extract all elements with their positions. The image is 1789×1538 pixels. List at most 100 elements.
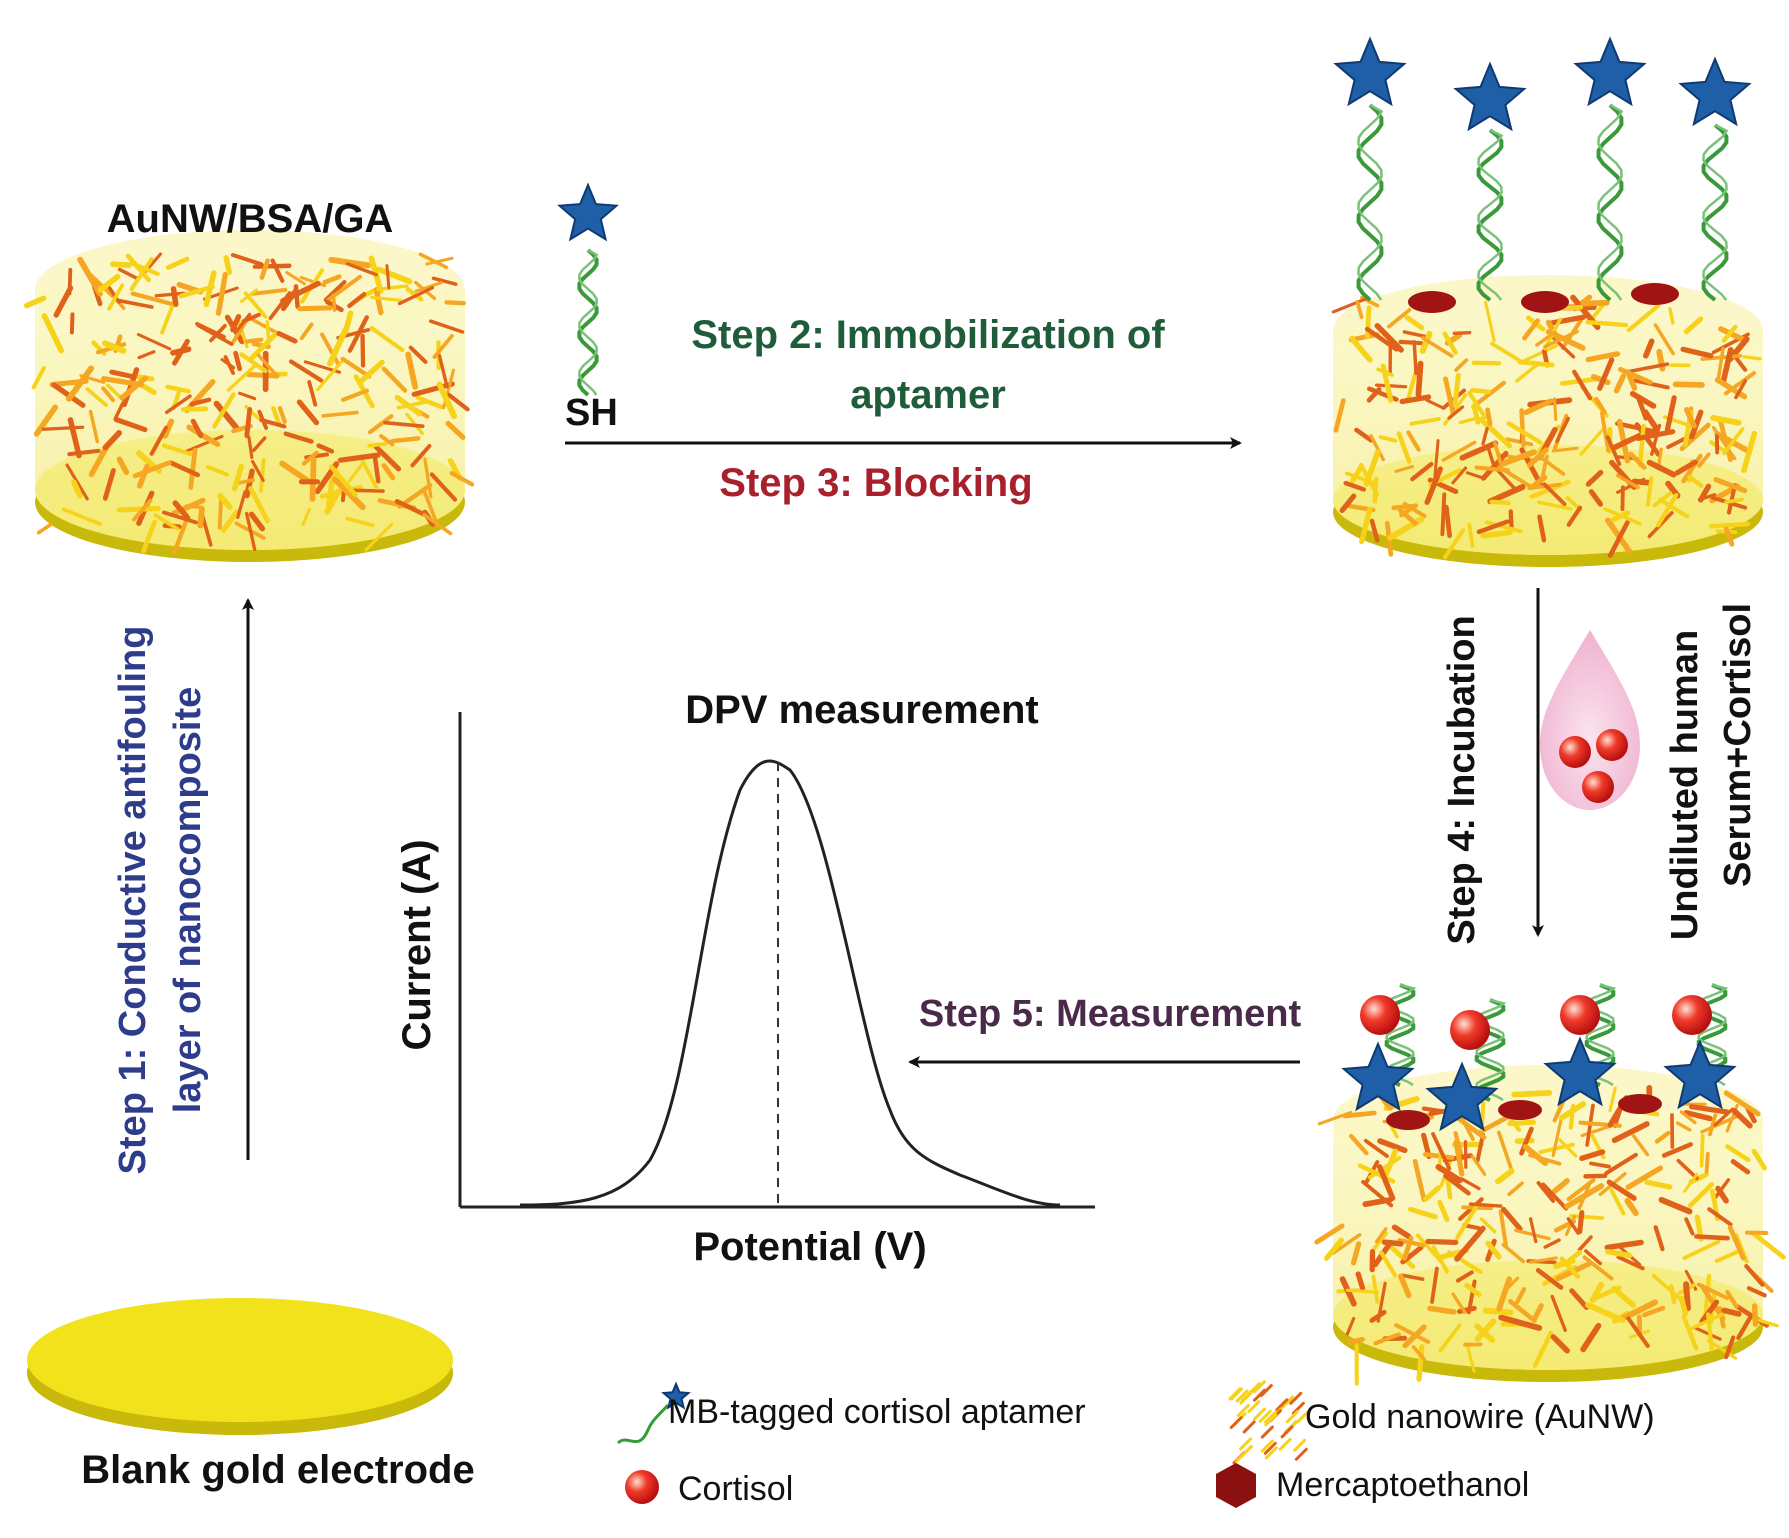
nanowire-fragment: [136, 333, 172, 351]
nanowire-fragment: [1684, 1217, 1695, 1236]
nanowire-fragment: [230, 314, 242, 333]
nanowire-fragment: [1296, 1410, 1310, 1424]
nanowire-fragment: [1606, 1179, 1637, 1201]
nanowire-fragment: [1441, 440, 1477, 462]
nanowire-fragment: [1721, 324, 1738, 343]
nanowire-fragment: [1572, 369, 1593, 401]
nanowire-fragment: [1427, 1305, 1457, 1315]
nanowire-fragment: [1452, 372, 1461, 406]
nanowire-fragment: [197, 506, 205, 529]
nanowire-fragment: [431, 276, 458, 286]
nanowire-fragment: [1479, 1217, 1497, 1234]
nanowire-fragment: [235, 312, 252, 333]
nanowire-fragment: [360, 333, 366, 368]
nanowire-fragment: [1631, 1133, 1650, 1157]
nanowire-fragment: [1650, 423, 1662, 456]
nanowire-fragment: [137, 350, 156, 360]
nanowire-fragment: [1564, 1215, 1577, 1236]
nanowire-fragment: [129, 257, 154, 291]
nanowire-fragment: [248, 511, 266, 532]
nanowire-fragment: [1379, 1250, 1398, 1278]
nanowire-fragment: [1485, 407, 1493, 427]
nanowire-fragment: [1508, 1299, 1537, 1324]
nanowire-fragment: [288, 359, 324, 383]
nanowire-fragment: [1505, 437, 1534, 447]
nanowire-fragment: [341, 388, 369, 402]
nanowire-fragment: [1681, 453, 1703, 484]
nanowire-fragment: [1484, 300, 1496, 343]
nanowire-fragment: [1345, 1316, 1356, 1336]
legend-cortisol-icon: [625, 1470, 659, 1504]
nanowire-fragment: [1580, 299, 1610, 307]
nanowire-fragment: [1746, 1286, 1767, 1298]
nanowire-fragment: [247, 316, 279, 335]
nanowire-fragment: [1263, 1441, 1277, 1455]
nanowire-fragment: [1239, 1437, 1253, 1451]
legend-aptamer-label: MB-tagged cortisol aptamer: [668, 1393, 1086, 1431]
nanowire-fragment: [1386, 1243, 1416, 1269]
nanowire-fragment: [1550, 1294, 1567, 1332]
nanowire-fragment: [1460, 1177, 1481, 1191]
nanowire-fragment: [232, 463, 245, 492]
nanowire-fragment: [385, 264, 391, 290]
nanowire-fragment: [1582, 1255, 1614, 1281]
electrode-aptamer-immobilized: [1331, 36, 1763, 567]
nanowire-fragment: [1425, 1238, 1459, 1245]
nanowire-fragment: [1708, 1113, 1718, 1137]
nanowire-fragment: [165, 384, 191, 394]
nanowire-fragment: [1476, 519, 1510, 535]
nanowire-fragment: [1680, 346, 1714, 359]
nanowire-fragment: [347, 292, 367, 309]
nanowire-fragment: [107, 283, 125, 311]
nanowire-fragment: [1409, 417, 1441, 426]
nanowire-fragment: [1583, 1173, 1608, 1179]
nanowire-fragment: [299, 322, 314, 341]
nanowire-fragment: [97, 273, 121, 293]
nanowire-fragment: [357, 359, 385, 385]
nanowire-fragment: [153, 513, 180, 531]
nanowire-fragment: [1725, 1144, 1751, 1163]
nanowire-fragment: [1536, 454, 1566, 476]
nanowire-fragment: [41, 425, 85, 431]
nanowire-fragment: [1699, 1283, 1726, 1322]
nanowire-fragment: [327, 326, 349, 367]
nanowire-fragment: [102, 468, 116, 501]
step2-label-line1: Step 2: Immobilization of: [691, 313, 1165, 357]
nanowire-fragment: [69, 312, 75, 335]
nanowire-fragment: [1655, 493, 1679, 528]
nanowire-fragment: [1600, 411, 1611, 453]
nanowire-fragment: [1742, 355, 1762, 361]
nanowire-fragment: [85, 387, 109, 407]
mb-star-icon: [1663, 1039, 1737, 1110]
nanowire-fragment: [1293, 1438, 1307, 1452]
nanowire-fragment: [1374, 323, 1404, 353]
nanowire-fragment: [1625, 369, 1638, 391]
nanowire-fragment: [322, 274, 342, 285]
nanowire-fragment: [1489, 499, 1511, 506]
nanowire-fragment: [270, 258, 285, 283]
nanowire-fragment: [1459, 440, 1499, 461]
nanowire-fragment: [172, 338, 190, 366]
nanowire-fragment: [414, 280, 443, 293]
nanowire-fragment: [101, 386, 116, 403]
nanowire-fragment: [410, 444, 432, 468]
nanowire-fragment: [161, 510, 199, 525]
nanowire-fragment: [345, 516, 375, 528]
nanowire-fragment: [61, 507, 102, 526]
nanowire-fragment: [449, 471, 475, 487]
nanowire-fragment: [445, 420, 466, 440]
nanowire-fragment: [1687, 1182, 1714, 1208]
nanowire-fragment: [1494, 449, 1537, 469]
nanowire-fragment: [1391, 1224, 1412, 1240]
nanowire-fragment: [1652, 491, 1673, 508]
nanowire-fragment: [1674, 459, 1698, 476]
nanowire-fragment: [1723, 1090, 1761, 1117]
nanowire-fragment: [1628, 451, 1647, 470]
nanowire-fragment: [1349, 1133, 1369, 1156]
nanowire-fragment: [1577, 1210, 1585, 1235]
legend-mercaptoethanol-label: Mercaptoethanol: [1276, 1466, 1529, 1504]
nanowire-fragment: [1339, 493, 1357, 514]
nanowire-fragment: [1542, 482, 1567, 507]
nanowire-fragment: [436, 381, 458, 420]
nanowire-fragment: [1361, 1179, 1394, 1208]
